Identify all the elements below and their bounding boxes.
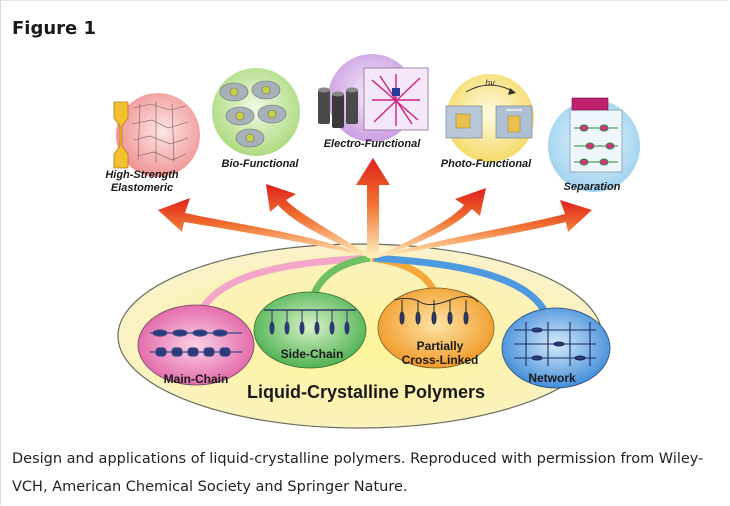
- electro-core-icon: [392, 88, 400, 96]
- connector-network: [373, 254, 552, 322]
- light-arrowhead-icon: [508, 88, 516, 95]
- elastomer-network-icon: [131, 102, 189, 163]
- arrow-to-separation: [374, 200, 592, 258]
- main-chain-label: Main-Chain: [164, 372, 229, 386]
- electro-functional-label: Electro-Functional: [324, 138, 422, 150]
- high-strength-label-line1: High-Strength: [105, 169, 179, 181]
- bio-scaffold-icon: [219, 80, 287, 148]
- connector-main-chain: [194, 254, 371, 320]
- application-separation: Separation: [548, 97, 640, 193]
- arrow-to-photo-functional: [374, 188, 486, 258]
- arrow-group: [158, 158, 592, 258]
- figure-title: Figure 1: [12, 18, 97, 39]
- photo-functional-label: Photo-Functional: [441, 158, 532, 170]
- bio-functional-label: Bio-Functional: [222, 158, 300, 170]
- architecture-partially-cross-linked: Partially Cross-Linked: [377, 287, 495, 369]
- main-chain-structure-icon: [150, 329, 242, 357]
- side-chain-structure-icon: [264, 309, 356, 335]
- arrow-to-bio-functional: [266, 184, 372, 258]
- photo-film-after-icon: [507, 115, 521, 133]
- architecture-main-chain: Main-Chain: [137, 304, 255, 386]
- application-electro-functional: Electro-Functional: [318, 54, 429, 150]
- cross-linked-structure-icon: [393, 296, 479, 325]
- cross-linked-label-line1: Partially: [417, 339, 464, 353]
- arrow-to-high-strength: [158, 198, 372, 258]
- membrane-top-layer-icon: [571, 97, 609, 111]
- network-structure-icon: [514, 322, 596, 366]
- photo-film-before-icon: [455, 113, 471, 129]
- architecture-side-chain: Side-Chain: [253, 291, 367, 369]
- separation-layers-icon: [574, 124, 618, 166]
- architecture-network: Network: [501, 307, 611, 389]
- separation-label: Separation: [564, 181, 621, 193]
- application-bio-functional: Bio-Functional: [212, 68, 300, 170]
- application-high-strength: High-Strength Elastomeric: [105, 93, 200, 194]
- high-strength-label-line2: Elastomeric: [111, 182, 173, 194]
- tensile-specimen-icon: [113, 101, 129, 169]
- hv-label: hv: [485, 78, 495, 88]
- side-chain-label: Side-Chain: [281, 347, 344, 361]
- base-label: Liquid-Crystalline Polymers: [247, 382, 485, 402]
- electro-molecule-icon: [371, 74, 421, 126]
- lcp-diagram: Main-Chain Side-Chain Partially Cross-Li…: [105, 54, 640, 429]
- network-label: Network: [528, 371, 576, 385]
- cross-linked-label-line2: Cross-Linked: [402, 353, 479, 367]
- arrow-to-electro-functional: [356, 158, 390, 258]
- application-photo-functional: hv Photo-Functional: [441, 74, 534, 170]
- figure-caption: Design and applications of liquid-crysta…: [12, 451, 704, 495]
- separation-membrane-box: [569, 109, 623, 173]
- electrode-cylinders-icon: [318, 87, 358, 128]
